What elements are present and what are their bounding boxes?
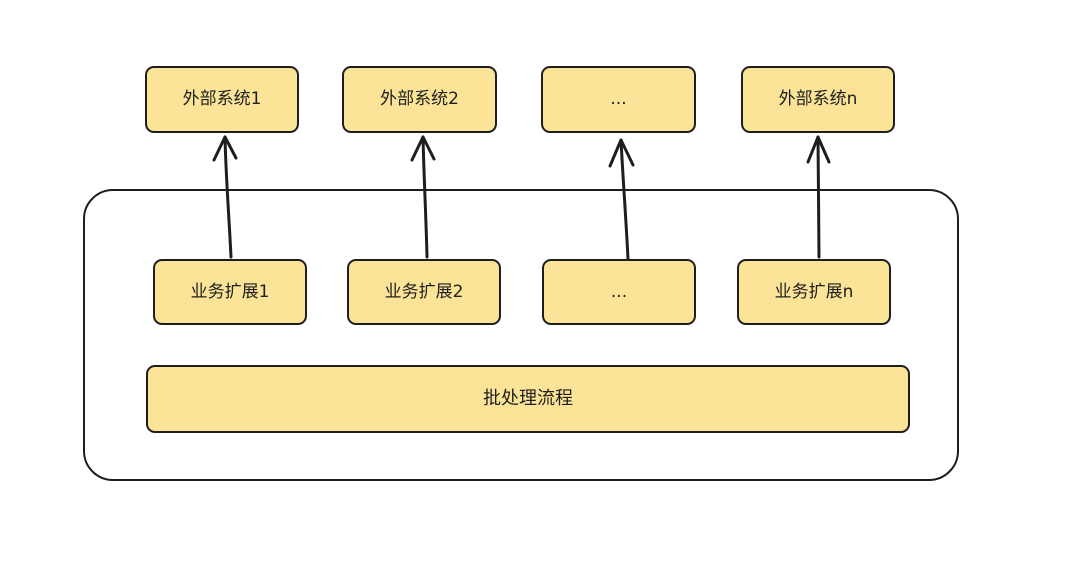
arrow-biz2-to-ext2	[410, 135, 436, 259]
external-system-2: 外部系统2	[342, 66, 497, 133]
business-extension-1: 业务扩展1	[153, 259, 307, 325]
external-system-1: 外部系统1	[145, 66, 299, 133]
external-system-ellipsis-label: ...	[610, 89, 627, 109]
batch-process-label: 批处理流程	[483, 388, 573, 409]
processing-container	[83, 189, 959, 481]
arrow-biz1-to-ext1	[212, 135, 238, 259]
arrow-bizn-to-extn	[806, 135, 831, 259]
business-extension-ellipsis-label: ...	[610, 281, 628, 302]
business-extension-2: 业务扩展2	[347, 259, 501, 325]
business-extension-ellipsis: ...	[542, 259, 696, 325]
external-system-n: 外部系统n	[741, 66, 895, 133]
arrow-ellipsis-to-ellipsis	[608, 138, 635, 261]
business-extension-n: 业务扩展n	[737, 259, 891, 325]
business-extension-1-label: 业务扩展1	[190, 281, 270, 302]
external-system-n-label: 外部系统n	[778, 89, 858, 109]
business-extension-2-label: 业务扩展2	[384, 281, 464, 302]
external-system-2-label: 外部系统2	[380, 89, 459, 109]
batch-process-box: 批处理流程	[146, 365, 910, 433]
business-extension-n-label: 业务扩展n	[774, 281, 854, 302]
external-system-1-label: 外部系统1	[182, 89, 262, 109]
external-system-ellipsis: ...	[541, 66, 696, 133]
